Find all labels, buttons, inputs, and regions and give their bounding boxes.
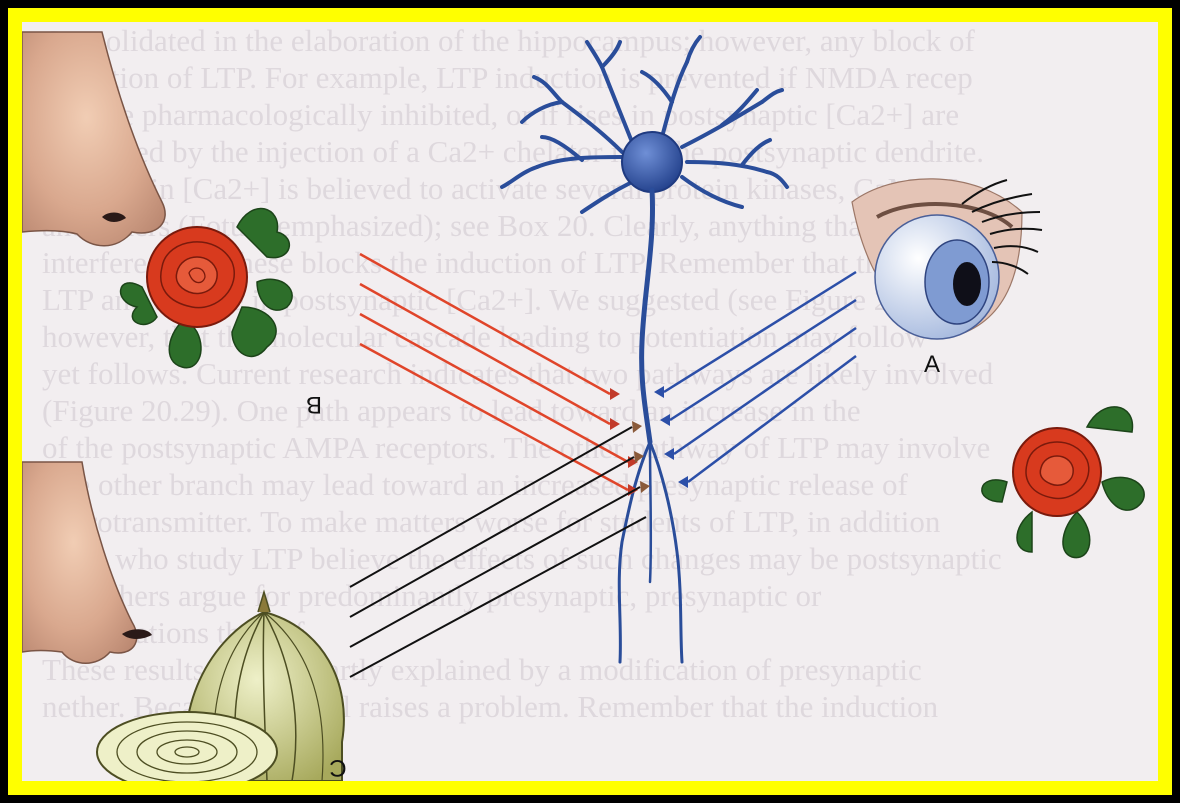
figure-svg: A B C: [22, 22, 1158, 781]
label-a: A: [924, 351, 940, 378]
red-terminals: [610, 388, 638, 496]
black-axons: [350, 427, 646, 677]
label-c: C: [329, 754, 346, 781]
nose-icon: [22, 462, 152, 663]
blue-axons: [664, 272, 856, 482]
label-b: B: [306, 391, 322, 418]
neuron-icon: [502, 37, 787, 662]
rose-icon: [982, 407, 1144, 558]
diagram-canvas: Consolidated in the elaboration of the h…: [8, 8, 1172, 795]
eye-icon: [852, 179, 1042, 339]
red-axons: [360, 254, 628, 490]
blue-terminals: [654, 386, 688, 488]
nose-icon: [22, 32, 165, 246]
onion-icon: [97, 592, 344, 781]
